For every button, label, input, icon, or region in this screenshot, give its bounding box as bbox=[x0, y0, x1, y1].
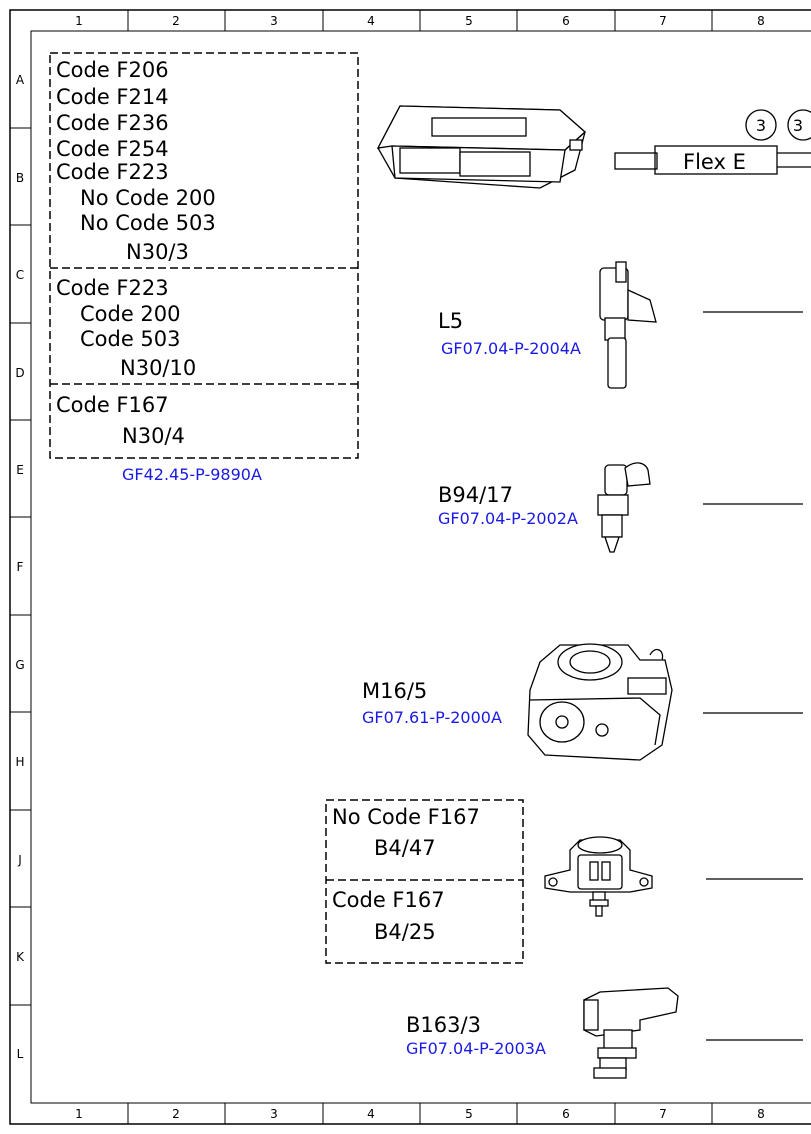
grid-row-label: E bbox=[16, 463, 24, 477]
grid-ticks bbox=[10, 10, 713, 1124]
variant-code: No Code 200 bbox=[80, 186, 216, 210]
reference-link[interactable]: GF42.45-P-9890A bbox=[122, 465, 262, 484]
component-label-l5: L5 bbox=[438, 309, 464, 333]
grid-row-label: C bbox=[15, 268, 25, 282]
grid-row-label: H bbox=[15, 755, 25, 769]
grid-col-label: 3 bbox=[270, 14, 278, 28]
grid-col-label: 8 bbox=[757, 1107, 765, 1121]
l5-sensor-drawing bbox=[599, 261, 803, 389]
variant-code: Code 503 bbox=[80, 327, 181, 351]
b163-sensor-drawing bbox=[583, 987, 803, 1079]
sensor-variant-box bbox=[325, 799, 524, 964]
variant-code: Code F223 bbox=[56, 160, 169, 184]
circle-marker-1 bbox=[745, 109, 777, 141]
grid-row-label: B bbox=[15, 171, 25, 185]
grid-row-label: F bbox=[16, 560, 24, 574]
variant-code: Code F214 bbox=[56, 85, 169, 109]
circle-marker-2-label: 3 bbox=[793, 116, 803, 135]
ecu-variant-box bbox=[49, 52, 359, 459]
grid-row-label: G bbox=[15, 658, 25, 672]
b94-sensor-drawing bbox=[597, 462, 803, 553]
grid-col-label: 5 bbox=[465, 14, 473, 28]
variant-code: No Code 503 bbox=[80, 211, 216, 235]
grid-col-label: 1 bbox=[75, 14, 83, 28]
variant-code: Code F167 bbox=[56, 393, 169, 417]
ecu-module-drawing bbox=[376, 105, 586, 189]
grid-row-label: A bbox=[15, 73, 25, 87]
inner-frame bbox=[30, 30, 811, 1104]
variant-code: Code F223 bbox=[56, 276, 169, 300]
reference-link-b163-3[interactable]: GF07.04-P-2003A bbox=[406, 1039, 546, 1058]
grid-col-label: 2 bbox=[172, 1107, 180, 1121]
component-label-b94-17: B94/17 bbox=[438, 483, 513, 507]
variant-code: Code F254 bbox=[56, 137, 169, 161]
grid-row-label: K bbox=[16, 950, 24, 964]
flex-connector-label: Flex E bbox=[683, 150, 746, 174]
variant-code: No Code F167 bbox=[332, 805, 480, 829]
b4-sensor-drawing bbox=[544, 836, 803, 917]
grid-col-label: 6 bbox=[562, 14, 570, 28]
grid-col-label: 8 bbox=[757, 14, 765, 28]
flex-connector-drawing bbox=[614, 109, 811, 175]
outer-frame bbox=[9, 9, 811, 1125]
grid-col-label: 4 bbox=[367, 14, 375, 28]
grid-col-label: 7 bbox=[659, 14, 667, 28]
m16-actuator-drawing bbox=[527, 643, 803, 761]
circle-marker-1-label: 3 bbox=[756, 116, 766, 135]
reference-link-l5[interactable]: GF07.04-P-2004A bbox=[441, 339, 581, 358]
grid-col-label: 3 bbox=[270, 1107, 278, 1121]
reference-link-b94-17[interactable]: GF07.04-P-2002A bbox=[438, 509, 578, 528]
component-label-b163-3: B163/3 bbox=[406, 1013, 481, 1037]
variant-code: Code F206 bbox=[56, 58, 169, 82]
part-designation: N30/3 bbox=[126, 240, 189, 264]
variant-code: Code 200 bbox=[80, 302, 181, 326]
grid-col-label: 4 bbox=[367, 1107, 375, 1121]
variant-code: Code F167 bbox=[332, 888, 445, 912]
grid-col-label: 7 bbox=[659, 1107, 667, 1121]
component-label-m16-5: M16/5 bbox=[362, 679, 428, 703]
reference-link-m16-5[interactable]: GF07.61-P-2000A bbox=[362, 708, 502, 727]
part-designation: N30/10 bbox=[120, 356, 197, 380]
grid-col-label: 5 bbox=[465, 1107, 473, 1121]
grid-row-label: J bbox=[18, 853, 22, 867]
part-designation: B4/25 bbox=[374, 920, 436, 944]
part-designation: B4/47 bbox=[374, 836, 436, 860]
grid-col-label: 1 bbox=[75, 1107, 83, 1121]
grid-row-label: D bbox=[15, 366, 25, 380]
circle-marker-2 bbox=[787, 109, 811, 141]
variant-code: Code F236 bbox=[56, 111, 169, 135]
grid-col-label: 6 bbox=[562, 1107, 570, 1121]
part-designation: N30/4 bbox=[122, 424, 185, 448]
grid-row-label: L bbox=[16, 1047, 24, 1061]
grid-col-label: 2 bbox=[172, 14, 180, 28]
